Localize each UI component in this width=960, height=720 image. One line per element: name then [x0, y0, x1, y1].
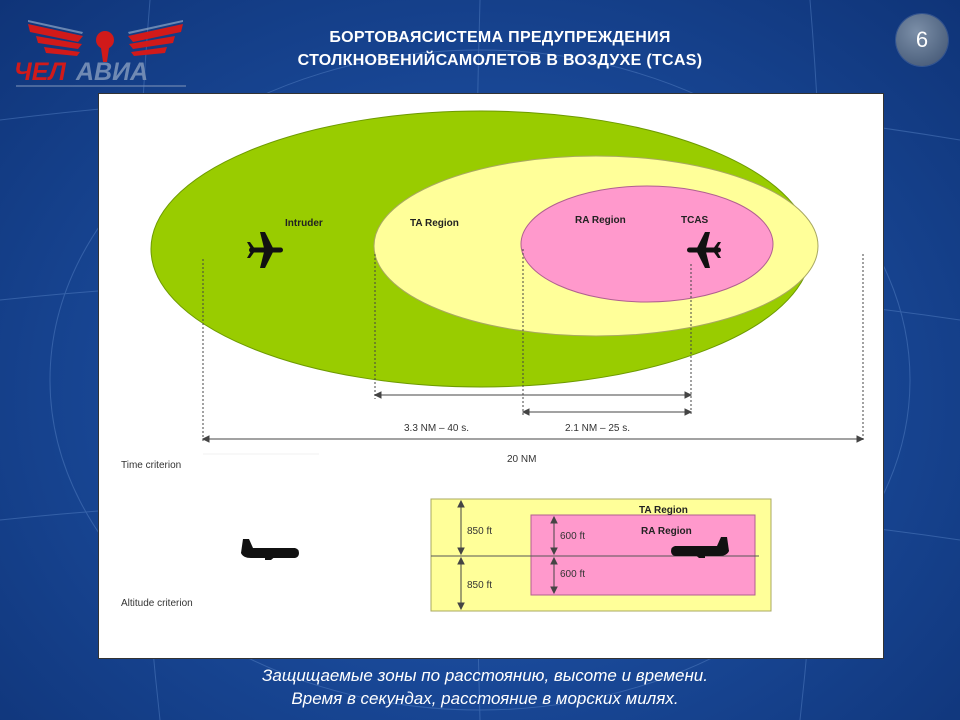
tcas-label: TCAS	[681, 215, 709, 226]
ra-above-label: 600 ft	[560, 531, 585, 542]
svg-text:ЧЕЛ: ЧЕЛ	[14, 58, 67, 86]
page-number-badge: 6	[896, 14, 948, 66]
ta-below-label: 850 ft	[467, 580, 492, 591]
ra-region-zone	[520, 185, 774, 303]
company-logo: ЧЕЛ АВИА	[14, 20, 186, 87]
page-title: БОРТОВАЯСИСТЕМА ПРЕДУПРЕЖДЕНИЯ СТОЛКНОВЕ…	[250, 26, 750, 72]
tcas-airplane-icon	[687, 232, 721, 268]
intruder-side-airplane-icon	[241, 539, 299, 560]
slide-caption: Защищаемые зоны по расстоянию, высоте и …	[140, 664, 830, 710]
dimension-arrows	[201, 391, 865, 443]
title-line-2: СТОЛКНОВЕНИЙСАМОЛЕТОВ В ВОЗДУХЕ (TCAS)	[297, 52, 703, 69]
ra-region-label-bottom: RA Region	[641, 526, 692, 537]
ra-distance-label: 2.1 NM – 25 s.	[565, 423, 630, 434]
tcas-diagram-panel: Intruder TA Region RA Region TCAS	[98, 93, 884, 659]
intruder-label: Intruder	[285, 218, 323, 229]
altitude-arrows	[457, 499, 558, 611]
svg-text:АВИА: АВИА	[75, 58, 148, 86]
ra-region-label-top: RA Region	[575, 215, 626, 226]
caption-line-2: Время в секундах, расстояние в морских м…	[291, 689, 679, 708]
ta-above-label: 850 ft	[467, 526, 492, 537]
intruder-airplane-icon	[247, 232, 283, 268]
caption-line-1: Защищаемые зоны по расстоянию, высоте и …	[262, 666, 708, 685]
total-distance-label: 20 NM	[507, 454, 536, 465]
ta-region-label-top: TA Region	[410, 218, 459, 229]
ta-region-label-bottom: TA Region	[639, 505, 688, 516]
ta-distance-label: 3.3 NM – 40 s.	[404, 423, 469, 434]
tcas-diagram: Intruder TA Region RA Region TCAS	[121, 110, 865, 612]
title-line-1: БОРТОВАЯСИСТЕМА ПРЕДУПРЕЖДЕНИЯ	[329, 29, 671, 46]
altitude-criterion-label: Altitude criterion	[121, 598, 193, 609]
tcas-side-airplane-icon	[671, 537, 729, 558]
time-criterion-label: Time criterion	[121, 460, 181, 471]
ra-below-label: 600 ft	[560, 569, 585, 580]
projection-lines	[202, 249, 864, 442]
logo-lettering: ЧЕЛ АВИА	[14, 58, 148, 86]
